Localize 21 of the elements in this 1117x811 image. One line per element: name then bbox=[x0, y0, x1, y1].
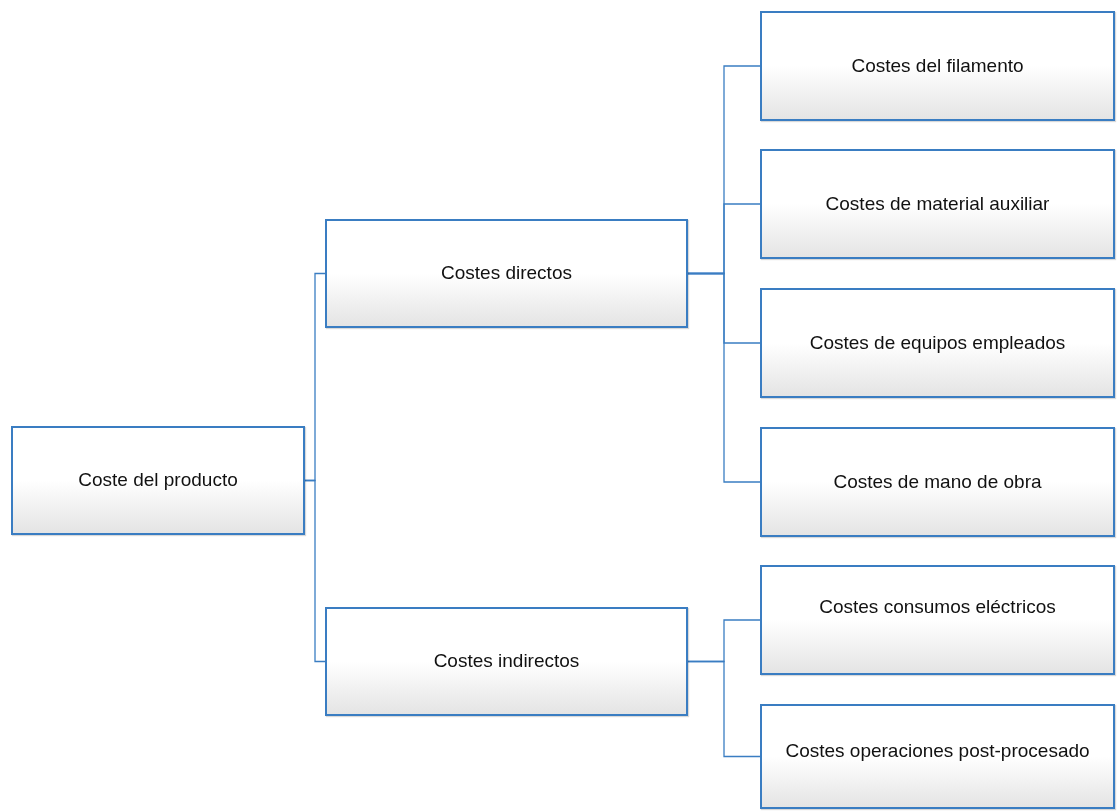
box-label: Costes del filamento bbox=[850, 54, 1025, 78]
connector-line bbox=[304, 479, 326, 663]
process-box bbox=[760, 288, 1115, 398]
process-box bbox=[760, 11, 1115, 121]
process-box bbox=[325, 607, 688, 716]
box-label: Costes indirectos bbox=[432, 650, 581, 673]
box-label: Costes operaciones post-procesado bbox=[784, 740, 1091, 763]
process-box bbox=[760, 427, 1115, 537]
connector-line bbox=[687, 272, 761, 483]
process-box bbox=[325, 219, 688, 328]
connector-line bbox=[687, 660, 761, 758]
box-label: Costes de equipos empleados bbox=[808, 331, 1067, 355]
process-box bbox=[760, 704, 1115, 809]
box-label: Costes directos bbox=[440, 262, 573, 285]
box-label: Costes consumos eléctricos bbox=[818, 595, 1057, 619]
box-label: Coste del producto bbox=[77, 469, 239, 492]
process-box bbox=[760, 149, 1115, 259]
process-box bbox=[760, 565, 1115, 675]
box-label: Costes de material auxiliar bbox=[824, 192, 1051, 216]
process-box bbox=[11, 426, 305, 535]
box-label: Costes de mano de obra bbox=[832, 470, 1043, 494]
